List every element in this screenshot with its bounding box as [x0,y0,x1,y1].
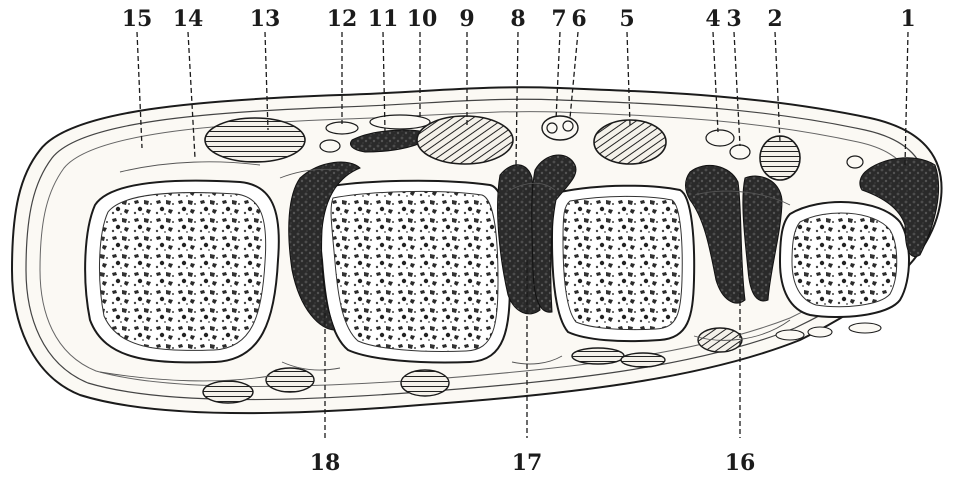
vessel-small-1 [847,156,863,168]
vessel-plantar-r1 [776,330,804,340]
label-2: 2 [767,6,782,32]
label-9: 9 [459,6,474,32]
tendon-9 [417,116,513,164]
label-12: 12 [327,6,358,32]
label-8: 8 [510,6,525,32]
label-4: 4 [705,6,720,32]
label-16: 16 [725,450,756,476]
label-14: 14 [173,6,204,32]
label-5: 5 [619,6,634,32]
label-18: 18 [310,450,341,476]
bone-middle-left [317,181,510,363]
label-1: 1 [900,6,915,32]
vessel-10 [370,115,430,129]
label-15: 15 [122,6,153,32]
label-6: 6 [571,6,586,32]
tendon-5 [594,120,666,164]
label-11: 11 [368,6,399,32]
tendon-plantar-3 [401,370,449,396]
tendon-plantar-4 [572,348,624,364]
tendon-13 [205,118,305,162]
bone-middle-right [552,186,694,341]
tendon-plantar-1 [203,381,253,403]
vessel-4 [706,130,734,146]
vessel-12b [320,140,340,152]
tendon-plantar-5 [621,353,665,367]
label-17: 17 [512,450,543,476]
label-13: 13 [250,6,281,32]
tendon-2 [760,136,800,180]
vessel-plantar-r2 [808,327,832,337]
vessel-plantar-r3 [849,323,881,333]
label-10: 10 [407,6,438,32]
bone-left [85,181,279,363]
label-3: 3 [726,6,741,32]
vessel-3 [730,145,750,159]
tendon-plantar-2 [266,368,314,392]
bone-right [780,202,909,317]
label-7: 7 [551,6,566,32]
